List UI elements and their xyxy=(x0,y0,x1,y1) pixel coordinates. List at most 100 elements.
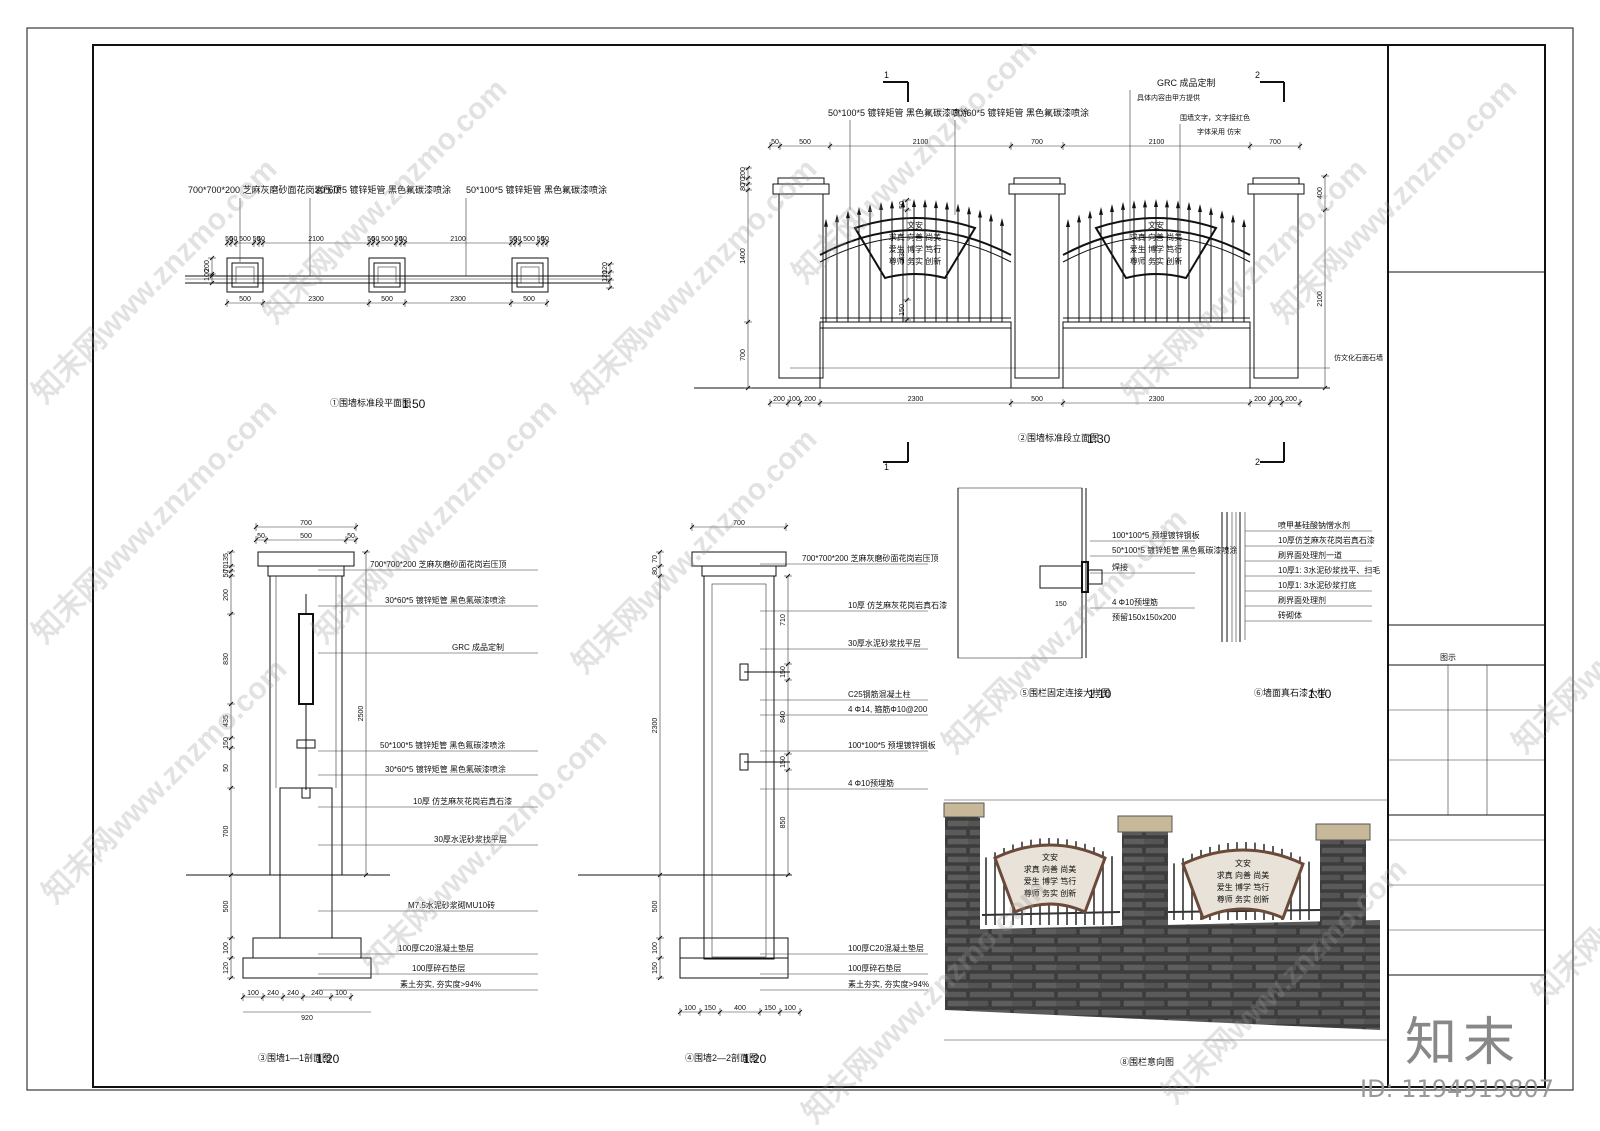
elev-post-cap-0 xyxy=(777,177,825,185)
plan-label-rail1: 30*60*5 镀锌矩管 黑色氟碳漆喷涂 xyxy=(315,184,451,195)
plan-dim-top-7: 50 xyxy=(372,236,380,243)
elev-post-cap-2 xyxy=(1252,177,1300,185)
plan-dim-top-0: 50 xyxy=(225,236,233,243)
sec2-dim-left-4: 100 xyxy=(652,942,659,954)
plan-dim-top-12: 50 xyxy=(509,236,517,243)
plan-dim-top-6: 50 xyxy=(367,236,375,243)
titleblock-legend: 图示 xyxy=(1440,653,1456,662)
det5-label-1: 50*100*5 镀锌矩管 黑色氟碳漆喷涂 xyxy=(1112,545,1237,555)
elev-dim-top-1: 500 xyxy=(799,139,811,146)
plan-dim-top-13: 50 xyxy=(514,236,522,243)
sec2-label-0: 700*700*200 芝麻灰磨砂面花岗岩压顶 xyxy=(802,553,939,563)
plan-dim-side-r-0: 120 xyxy=(602,262,609,274)
sec1-dim-top-parts-0: 50 xyxy=(257,533,265,540)
sec1-label-2: GRC 成品定制 xyxy=(452,642,504,652)
sec1-label-7: M7.5水泥砂浆砌MU10砖 xyxy=(408,900,495,910)
det5-label-2: 焊接 xyxy=(1112,562,1128,572)
plan-dim-bottom-3: 2300 xyxy=(450,296,466,303)
sec2-dim-bottom-0: 100 xyxy=(684,1005,696,1012)
sec1-label-9: 100厚碎石垫层 xyxy=(412,963,465,973)
render-text-right-line-0: 文安 xyxy=(1235,858,1251,868)
plan-dim-top-16: 50 xyxy=(541,236,549,243)
elev-dim-top-4: 2100 xyxy=(1149,139,1165,146)
sec1-dim-left-11: 120 xyxy=(223,962,230,974)
elev-dim-left-2: 80 xyxy=(740,183,747,191)
sec2-label-3: C25钢筋混凝土柱 xyxy=(848,689,911,699)
sec1-dim-bottom-0: 100 xyxy=(247,990,259,997)
elev-dim-right-1: 2100 xyxy=(1317,291,1324,307)
elevation-view xyxy=(694,81,1330,463)
det6-label-2: 刷界面处理剂一道 xyxy=(1278,550,1342,560)
plan-label-rail2: 50*100*5 镀锌矩管 黑色氟碳漆喷涂 xyxy=(466,184,607,195)
render-title: ⑧围栏意向图 xyxy=(1120,1056,1174,1067)
sec1-dim-top-parts-1: 500 xyxy=(300,533,312,540)
plan-dim-bottom-4: 500 xyxy=(523,296,535,303)
sec2-label-7: 100厚C20混凝土垫层 xyxy=(848,943,924,953)
plan-dim-top-8: 500 xyxy=(381,236,393,243)
sec2-dim-bottom-3: 150 xyxy=(764,1005,776,1012)
sec2-label-5: 100*100*5 预埋镀锌钢板 xyxy=(848,740,936,750)
elev-grc-text-left-line-1: 求真 向善 尚美 xyxy=(889,232,941,242)
sec2-scale: 1:20 xyxy=(743,1052,767,1066)
elev-label-rail2: 50*100*5 镀锌矩管 黑色氟碳漆喷涂 xyxy=(828,107,969,118)
det5-title: ⑤围栏固定连接大样图 xyxy=(1020,687,1110,698)
elev-dim-inner-0: 50 xyxy=(899,201,906,209)
elev-dim-bottom-2: 200 xyxy=(804,396,816,403)
sec1-dim-left-5: 435 xyxy=(223,715,230,727)
sec1-title: ③围墙1—1剖面图 xyxy=(258,1052,331,1063)
sec1-dim-left-4: 830 xyxy=(223,653,230,665)
sec2-dim-right-1: 150 xyxy=(780,666,787,678)
plan-post-1 xyxy=(368,257,406,293)
render-text-right-line-2: 爱生 博学 笃行 xyxy=(1217,882,1269,892)
elev-post-0 xyxy=(778,193,824,379)
det6-label-6: 砖砌体 xyxy=(1278,610,1302,620)
sec2-dim-right-0: 710 xyxy=(780,614,787,626)
elev-dim-bottom-6: 200 xyxy=(1254,396,1266,403)
render-text-left-line-1: 求真 向善 尚美 xyxy=(1024,864,1076,874)
det5-scale: 1:10 xyxy=(1088,687,1112,701)
sheet-frame xyxy=(26,27,1574,1091)
elev-grc-text-right-line-0: 文安 xyxy=(1148,220,1164,230)
sec2-dim-left-0: 70 xyxy=(652,555,659,563)
det6-label-3: 10厚1: 3水泥砂浆找平、扫毛 xyxy=(1278,565,1380,575)
plan-dim-side-r-1: 120 xyxy=(602,270,609,282)
elev-grc-text-right-line-1: 求真 向善 尚美 xyxy=(1130,232,1182,242)
sec1-dim-left-7: 50 xyxy=(223,764,230,772)
detail-6 xyxy=(1221,512,1241,642)
sec2-dim-right-4: 850 xyxy=(780,817,787,829)
sec2-label-9: 素土夯实, 夯实度>94% xyxy=(848,979,929,989)
det6-label-0: 喷甲基硅酸钠憎水剂 xyxy=(1278,520,1350,530)
sec2-dim-right-2: 840 xyxy=(780,711,787,723)
sec1-dim-total: 920 xyxy=(301,1015,313,1022)
elev-grc-text-left-line-2: 爱生 博学 笃行 xyxy=(889,244,941,254)
sec1-label-10: 素土夯实, 夯实度>94% xyxy=(400,979,481,989)
elev-section1-bottom: 1 xyxy=(884,462,889,472)
plan-dim-top-14: 500 xyxy=(523,236,535,243)
sec1-label-1: 30*60*5 镀锌矩管 黑色氟碳漆喷涂 xyxy=(385,595,506,605)
elev-post-2 xyxy=(1253,193,1299,379)
plan-dim-bottom-0: 500 xyxy=(239,296,251,303)
sec2-dim-left-1: 80 xyxy=(652,567,659,575)
plan-post-2 xyxy=(511,257,549,293)
sec2-dim-bottom-2: 400 xyxy=(734,1005,746,1012)
det6-label-5: 刷界面处理剂 xyxy=(1278,595,1326,605)
sec1-dim-right-0: 2500 xyxy=(358,706,365,722)
plan-dim-bottom-2: 500 xyxy=(381,296,393,303)
plan-post-0 xyxy=(226,257,264,293)
elev-dim-top-0: 50 xyxy=(771,139,779,146)
elev-section2-bottom: 2 xyxy=(1255,457,1260,467)
elev-label-text: 围墙文字，文字接红色 xyxy=(1180,113,1250,122)
elev-dim-right-0: 400 xyxy=(1317,187,1324,199)
detail-5 xyxy=(957,487,1103,659)
elev-post-1 xyxy=(1014,193,1060,379)
